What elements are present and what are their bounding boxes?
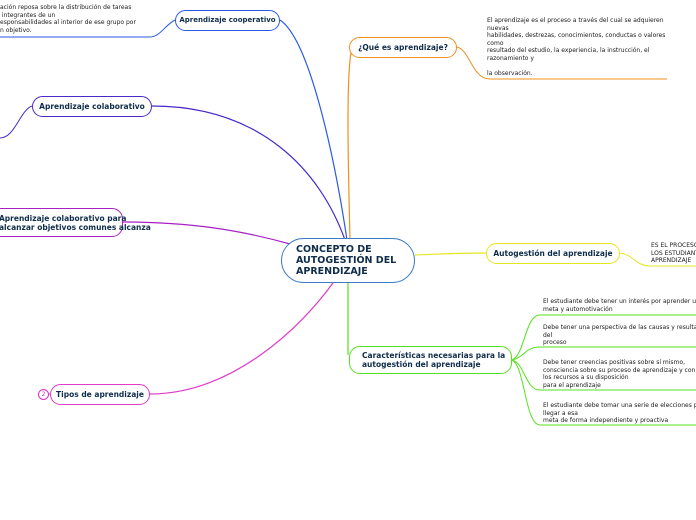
link-tipos (149, 279, 336, 395)
note-caracteristica-1: El estudiante debe tener un interés por … (543, 298, 696, 313)
link-cooperativo (279, 19, 348, 241)
note-autogestion: ES EL PROCESO LOS ESTUDIANT APRENDIZAJE (651, 242, 696, 265)
central-topic[interactable]: CONCEPTO DE AUTOGESTIÓN DEL APRENDIZAJE (281, 238, 415, 283)
link-colaborativo (151, 105, 346, 241)
topic-caracteristicas-label: Características necesarias para la autog… (362, 351, 506, 369)
topic-tipos-label: Tipos de aprendizaje (56, 390, 144, 399)
link-que-es (347, 47, 353, 241)
topic-colaborativo[interactable]: Aprendizaje colaborativo (32, 96, 152, 117)
note-que-es: El aprendizaje es el proceso a través de… (487, 17, 666, 78)
topic-colaborativo-label: Aprendizaje colaborativo (39, 102, 145, 111)
link-car-item2 (511, 346, 696, 361)
note-cooperativo: ación reposa sobre la distribución de ta… (0, 4, 136, 34)
topic-cooperativo[interactable]: Aprendizaje cooperativo (175, 10, 280, 31)
note-caracteristica-4: El estudiante debe tomar una serie de el… (543, 402, 696, 425)
topic-autogestion[interactable]: Autogestión del aprendizaje (486, 243, 620, 264)
topic-colaborativo-objetivos[interactable]: Aprendizaje colaborativo para alcanzar o… (0, 208, 151, 237)
note-caracteristica-2: Debe tener una perspectiva de las causas… (543, 324, 696, 347)
link-colaborativo-left (0, 105, 33, 139)
topic-tipos-aprendizaje[interactable]: Tipos de aprendizaje (50, 384, 150, 405)
topic-que-es-label: ¿Qué es aprendizaje? (358, 43, 448, 52)
topic-caracteristicas[interactable]: Características necesarias para la autog… (349, 346, 512, 374)
central-topic-label: CONCEPTO DE AUTOGESTIÓN DEL APRENDIZAJE (296, 244, 397, 277)
topic-que-es-aprendizaje[interactable]: ¿Qué es aprendizaje? (349, 37, 457, 58)
topic-cooperativo-label: Aprendizaje cooperativo (179, 16, 276, 24)
link-autogestion (414, 252, 487, 256)
link-autogestion-note (619, 252, 696, 267)
link-cooperativo-note (0, 19, 176, 38)
link-car-item1 (511, 314, 696, 361)
link-que-es-note (456, 46, 667, 80)
link-car-item4 (511, 359, 696, 426)
collapsed-count-badge[interactable]: 2 (38, 389, 49, 400)
note-caracteristica-3: Debe tener creencias positivas sobre sí … (543, 359, 696, 389)
topic-autogestion-label: Autogestión del aprendizaje (493, 249, 613, 258)
topic-colaborativo-objetivos-label: Aprendizaje colaborativo para alcanzar o… (0, 213, 151, 232)
link-colaborativo-objetivos (121, 221, 291, 245)
link-car-item3 (511, 359, 696, 391)
